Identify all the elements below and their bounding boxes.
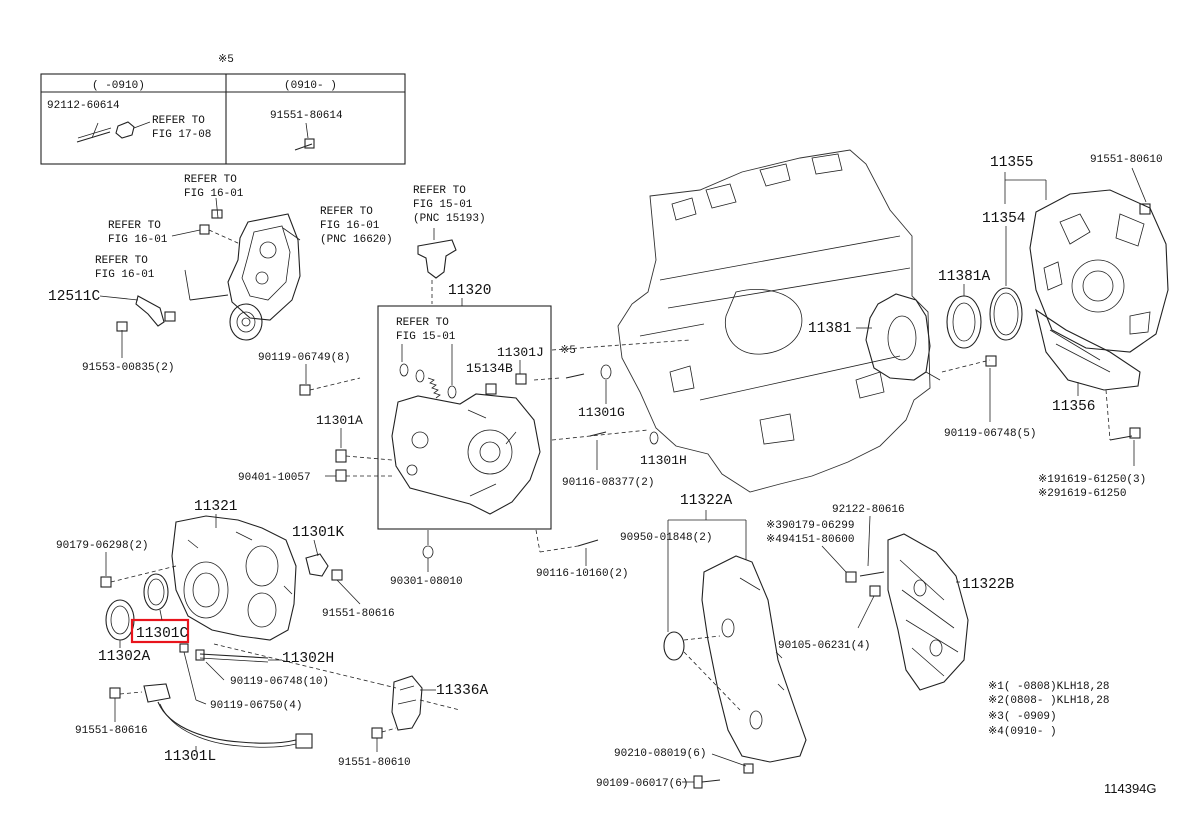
nut-icon — [115, 121, 151, 139]
timing-cover-assembly: 11322A 90950-01848(2) 90210-08019(6) 901… — [596, 493, 807, 790]
refer-label: REFER TO — [396, 317, 449, 329]
timing-case-assembly: REFER TO FIG 15-01 (PNC 15193) 11320 REF… — [238, 185, 691, 588]
part-number: 11301G — [578, 405, 625, 420]
bolt-icon — [294, 122, 315, 151]
part-number: 11301L — [164, 749, 216, 765]
part-number: 11301H — [640, 453, 687, 468]
refer-label: REFER TO — [413, 185, 466, 197]
part-number: 11354 — [982, 211, 1026, 227]
part-number: 11301J — [497, 345, 544, 360]
part-number: 11381A — [938, 269, 991, 285]
part-number: 90116-10160(2) — [536, 568, 628, 580]
part-number: 90210-08019(6) — [614, 748, 706, 760]
part-number: 11320 — [448, 283, 492, 299]
part-number: 11356 — [1052, 399, 1096, 415]
part-number: 90119-06750(4) — [210, 700, 302, 712]
refer-label: REFER TO — [95, 255, 148, 267]
refer-label: (PNC 16620) — [320, 234, 393, 246]
part-number: 91551-80610 — [1090, 154, 1163, 166]
part-number: 12511C — [48, 289, 101, 305]
part-number: 90119-06748(10) — [230, 676, 329, 688]
legend-line: ※1( -0808)KLH18,28 — [988, 681, 1109, 693]
part-mark: ※5 — [560, 345, 576, 357]
assembly-frame — [377, 305, 552, 530]
refer-label: FIG 16-01 — [320, 220, 380, 232]
refer-label: REFER TO — [320, 206, 373, 218]
part-number: ※291619-61250 — [1038, 488, 1126, 500]
part-number-highlighted[interactable]: 11301C — [136, 626, 189, 642]
variant-table: ※5 ( -0910) (0910- ) 92112-60614 REFER T… — [40, 54, 406, 165]
part-number: 91553-00835(2) — [82, 362, 174, 374]
table-col1-refer2: FIG 17-08 — [152, 129, 211, 141]
part-number: 11355 — [990, 155, 1034, 171]
refer-label: FIG 15-01 — [396, 331, 456, 343]
part-number: 11302A — [98, 649, 151, 665]
part-number: 11322A — [680, 493, 733, 509]
part-number: 91551-80616 — [322, 608, 395, 620]
refer-label: FIG 16-01 — [108, 234, 168, 246]
part-number: 91551-80610 — [338, 757, 411, 769]
part-number: 90105-06231(4) — [778, 640, 870, 652]
part-number: 11301A — [316, 413, 363, 428]
refer-label: (PNC 15193) — [413, 213, 486, 225]
part-number: ※494151-80600 — [766, 534, 854, 546]
part-number: 15134B — [466, 361, 513, 376]
table-col2-part: 91551-80614 — [270, 110, 343, 122]
applicability-legend: ※1( -0808)KLH18,28 ※2(0808- )KLH18,28 ※3… — [988, 681, 1109, 738]
legend-line: ※3( -0909) — [988, 711, 1057, 723]
rear-seal-assembly: 11381 11381A 11355 11354 91551-80610 113… — [808, 154, 1169, 500]
illustration-id: 114394G — [1104, 781, 1157, 796]
table-mark: ※5 — [218, 54, 234, 66]
part-number: 90116-08377(2) — [562, 477, 654, 489]
table-col1-refer1: REFER TO — [152, 115, 205, 127]
bracket-assembly: REFER TO FIG 16-01 REFER TO FIG 16-01 (P… — [48, 174, 393, 374]
table-col1-header: ( -0910) — [92, 80, 145, 92]
table-col1-part: 92112-60614 — [47, 100, 120, 112]
legend-line: ※4(0910- ) — [988, 726, 1057, 738]
refer-label: REFER TO — [108, 220, 161, 232]
part-number: ※390179-06299 — [766, 520, 854, 532]
part-number: 90950-01848(2) — [620, 532, 712, 544]
part-number: 90301-08010 — [390, 576, 463, 588]
part-number: 90401-10057 — [238, 472, 311, 484]
part-number: 11336A — [436, 683, 489, 699]
part-number: 92122-80616 — [832, 504, 905, 516]
table-col2-header: (0910- ) — [284, 80, 337, 92]
refer-label: REFER TO — [184, 174, 237, 186]
sensor-assembly: 91551-80616 11301L — [75, 683, 313, 765]
part-number: 11321 — [194, 499, 238, 515]
part-number: ※191619-61250(3) — [1038, 474, 1146, 486]
highlight-box — [130, 618, 190, 644]
part-number: 90119-06749(8) — [258, 352, 350, 364]
refer-label: FIG 16-01 — [184, 188, 244, 200]
part-number: 11322B — [962, 577, 1015, 593]
refer-label: FIG 15-01 — [413, 199, 473, 211]
part-number: 11381 — [808, 321, 852, 337]
front-cover-assembly: 11321 90179-06298(2) 11302A 11301C 11301… — [56, 499, 395, 712]
refer-label: FIG 16-01 — [95, 269, 155, 281]
bolt-icon — [76, 122, 112, 143]
legend-line: ※2(0808- )KLH18,28 — [988, 695, 1109, 707]
bracket-11336a: 11336A 91551-80610 — [338, 675, 489, 769]
part-number: 90119-06748(5) — [944, 428, 1036, 440]
part-number: 90109-06017(6) — [596, 778, 688, 790]
part-number: 90179-06298(2) — [56, 540, 148, 552]
engine-block — [617, 149, 931, 493]
timing-cover-11322b: ※390179-06299 ※494151-80600 92122-80616 … — [766, 504, 1015, 691]
part-number: 91551-80616 — [75, 725, 148, 737]
part-number: 11302H — [282, 651, 334, 667]
part-number: 11301K — [292, 525, 345, 541]
